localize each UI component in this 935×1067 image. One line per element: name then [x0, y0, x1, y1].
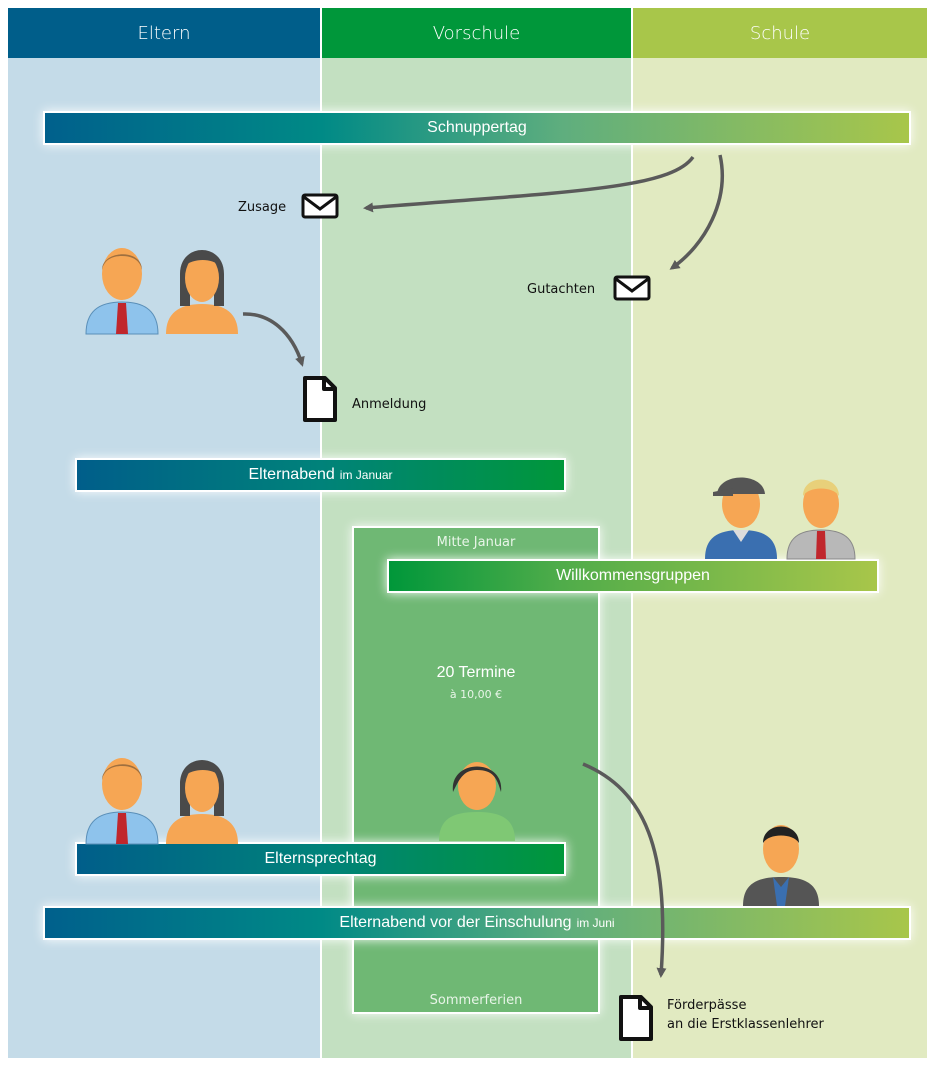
sommerferien-label: Sommerferien [429, 993, 523, 1008]
foerderpaesse-label: Förderpässe [667, 998, 747, 1013]
arrow-gutachten [669, 154, 724, 270]
document-icon [619, 995, 653, 1041]
column-header-eltern: Eltern [8, 8, 320, 58]
elternabend-einschulung-bar: Elternabend vor der Einschulung im Juni [43, 906, 911, 940]
envelope-icon [613, 275, 651, 301]
arrow-zusage [363, 155, 695, 213]
document-icon [303, 376, 337, 422]
elternabend-bar: Elternabend im Januar [75, 458, 566, 492]
column-header-vorschule: Vorschule [322, 8, 631, 58]
zusage-label: Zusage [238, 200, 287, 215]
willkommensgruppen-bar: Willkommensgruppen [387, 559, 879, 593]
child-icon [439, 762, 515, 841]
children-icon [705, 477, 856, 560]
elternsprechtag-label: Elternsprechtag [264, 850, 377, 867]
elternabend-label: Elternabend [248, 466, 335, 483]
termine-label: 20 Termine [436, 664, 516, 681]
column-header-schule: Schule [633, 8, 927, 58]
column-eltern [8, 58, 320, 1058]
teacher-icon [743, 825, 819, 906]
gutachten-label: Gutachten [527, 282, 596, 297]
elternabend-einschulung-suffix: im Juni [576, 916, 615, 930]
arrow-foerderpaesse [582, 762, 667, 978]
elternsprechtag-bar: Elternsprechtag [75, 842, 566, 876]
mitte-januar-label: Mitte Januar [436, 535, 516, 550]
preis-label: à 10,00 € [449, 688, 503, 701]
elternabend-einschulung-label: Elternabend vor der Einschulung [339, 914, 572, 931]
schnuppertag-label: Schnuppertag [427, 119, 527, 136]
arrow-anmeldung [242, 312, 305, 367]
envelope-icon [301, 193, 339, 219]
anmeldung-label: Anmeldung [352, 397, 427, 412]
willkommensgruppen-label: Willkommensgruppen [556, 567, 710, 584]
parents-icon [85, 758, 238, 845]
elternabend-suffix: im Januar [339, 468, 393, 482]
schnuppertag-bar: Schnuppertag [43, 111, 911, 145]
foerderpaesse-sub-label: an die Erstklassenlehrer [667, 1017, 824, 1032]
parents-icon [85, 248, 238, 335]
